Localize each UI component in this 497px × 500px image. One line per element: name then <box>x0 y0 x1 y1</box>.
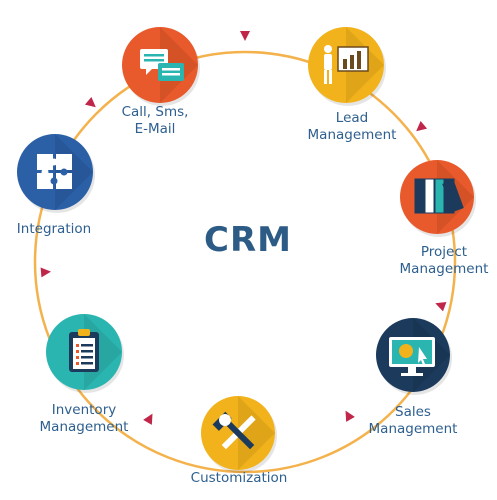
label-lead-line1: Lead <box>335 110 369 126</box>
clipboard-icon <box>69 329 99 372</box>
label-integration-line1: Integration <box>16 221 92 237</box>
flow-arrow-4 <box>345 410 355 422</box>
label-project-line2: Management <box>399 261 489 277</box>
label-sales-line2: Management <box>368 421 458 437</box>
node-lead <box>308 27 386 106</box>
flow-arrow-7 <box>84 96 96 108</box>
flow-arrow-5 <box>143 413 153 425</box>
ring-path <box>33 50 457 474</box>
label-inventory-line1: Inventory <box>51 402 117 418</box>
label-project-line1: Project <box>420 244 468 260</box>
monitor-dollar-icon <box>389 337 435 376</box>
node-project <box>400 160 476 237</box>
node-sales <box>376 318 452 395</box>
flow-arrow-2 <box>416 120 428 132</box>
flow-arrow-3 <box>435 302 447 312</box>
flow-arrow-6 <box>40 267 51 278</box>
label-sales-management: Sales Management <box>369 404 458 438</box>
node-call <box>122 27 200 106</box>
node-custom <box>201 396 277 473</box>
label-call-sms-email: Call, Sms, E-Mail <box>122 104 189 138</box>
label-custom-line1: Customization <box>190 470 288 486</box>
node-inventory <box>46 314 124 393</box>
presenter-chart-icon <box>324 45 369 84</box>
label-lead-management: Lead Management <box>308 110 397 144</box>
label-call-line2: E-Mail <box>134 121 176 137</box>
node-integration <box>17 134 95 213</box>
label-inventory-management: Inventory Management <box>40 402 129 436</box>
wrench-hammer-icon <box>212 411 256 450</box>
label-call-line1: Call, Sms, <box>121 104 189 120</box>
flow-arrow-1 <box>240 31 250 41</box>
label-lead-line2: Management <box>307 127 397 143</box>
binders-icon <box>414 178 464 214</box>
label-integration: Integration <box>17 221 91 238</box>
label-inventory-line2: Management <box>39 419 129 435</box>
node-integration-circle <box>17 134 93 210</box>
puzzle-icon <box>37 154 72 189</box>
chat-bubbles-icon <box>140 49 184 81</box>
center-title: CRM <box>204 220 292 260</box>
label-sales-line1: Sales <box>395 404 431 420</box>
label-project-management: Project Management <box>400 244 489 278</box>
label-customization: Customization <box>191 470 288 487</box>
